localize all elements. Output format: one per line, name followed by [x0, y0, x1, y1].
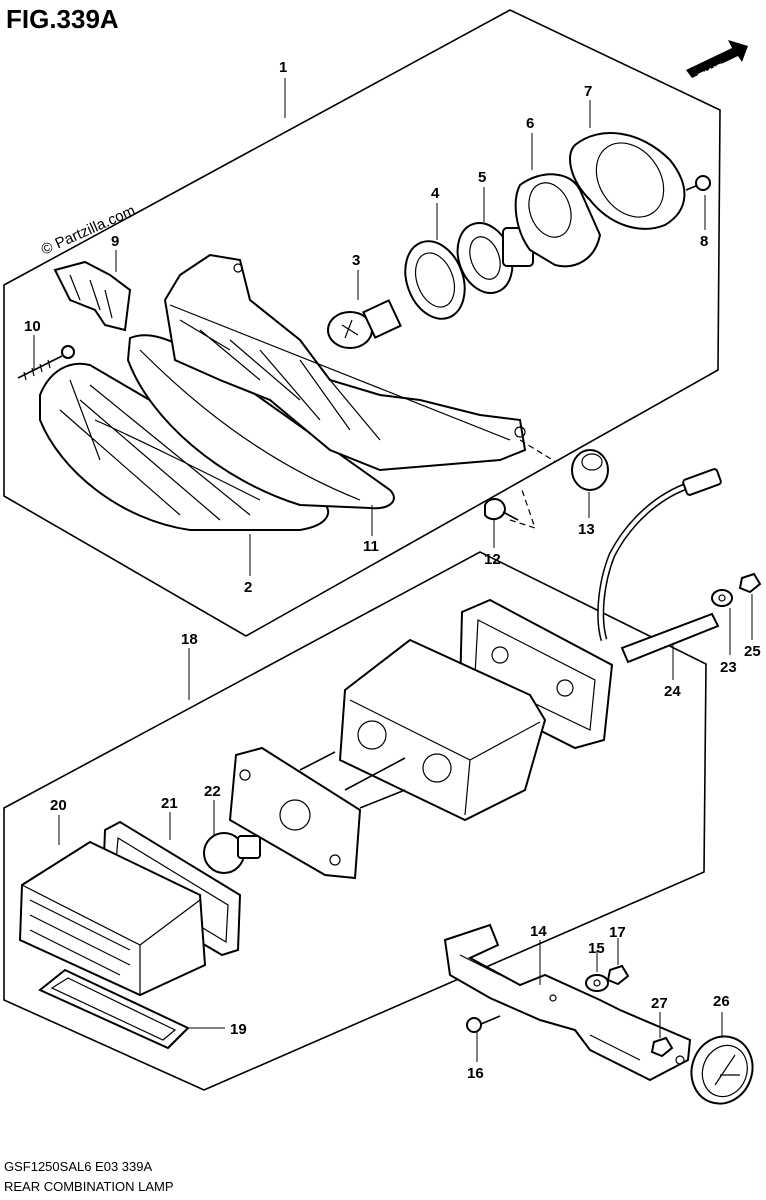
screw-8: [685, 175, 711, 191]
callout-5: 5: [478, 169, 486, 186]
reflector-26: [690, 1035, 754, 1105]
nut-25: [738, 572, 762, 594]
screw-16: [466, 1015, 501, 1033]
callout-25: 25: [744, 643, 761, 660]
callout-19: 19: [230, 1021, 247, 1038]
callout-27: 27: [651, 995, 668, 1012]
callout-26: 26: [713, 993, 730, 1010]
nut-17: [606, 964, 630, 986]
callout-22: 22: [204, 783, 221, 800]
lamp-socket-plate: [228, 746, 362, 880]
callout-10: 10: [24, 318, 41, 335]
screw-12: [484, 498, 519, 521]
callout-3: 3: [352, 252, 360, 269]
fwd-arrow-icon: FWD: [686, 40, 748, 85]
watermark: © Partzilla.com: [39, 202, 138, 259]
callout-2: 2: [244, 579, 252, 596]
upper-assembly-outline: [3, 9, 721, 637]
socket-housing: [514, 173, 602, 268]
cover-plate: [569, 132, 686, 230]
washer-23: [711, 589, 733, 607]
washer-15: [585, 974, 609, 992]
license-lamp-housing: [338, 638, 547, 822]
callout-11: 11: [363, 538, 379, 555]
rod-24: [620, 612, 720, 664]
callout-9: 9: [111, 233, 119, 250]
figure-title: FIG.339A: [6, 4, 119, 34]
callout-14: 14: [530, 923, 547, 940]
socket-gasket: [404, 240, 466, 320]
callout-4: 4: [431, 185, 440, 202]
callout-labels: 1 2 3 4 5 6 7 8 9 10 11 12 13 14 15 16 1…: [24, 59, 761, 1082]
lower-assembly-outline: [3, 551, 707, 1091]
callout-8: 8: [700, 233, 708, 250]
callout-23: 23: [720, 659, 737, 676]
model-code: GSF1250SAL6 E03 339A: [4, 1159, 152, 1174]
lamp-housing: [163, 253, 527, 472]
callout-16: 16: [467, 1065, 484, 1082]
bulb-22: [203, 832, 261, 874]
bracket-14: [443, 923, 692, 1082]
nut-27: [650, 1036, 674, 1058]
callout-20: 20: [50, 797, 67, 814]
callout-1: 1: [279, 59, 287, 76]
callout-17: 17: [609, 924, 626, 941]
callout-24: 24: [664, 683, 681, 700]
callout-7: 7: [584, 83, 592, 100]
callout-12: 12: [484, 551, 501, 568]
screw-10: [17, 345, 75, 381]
callout-15: 15: [588, 940, 605, 957]
bulb-3: [327, 299, 402, 349]
callout-21: 21: [161, 795, 178, 812]
callout-18: 18: [181, 631, 198, 648]
diagram-caption: REAR COMBINATION LAMP: [4, 1179, 174, 1194]
grommet-13: [571, 449, 609, 491]
callout-6: 6: [526, 115, 534, 132]
leader-lines: [33, 78, 753, 1062]
clip-9: [53, 260, 132, 332]
callout-13: 13: [578, 521, 595, 538]
license-lens-20: [18, 840, 207, 997]
